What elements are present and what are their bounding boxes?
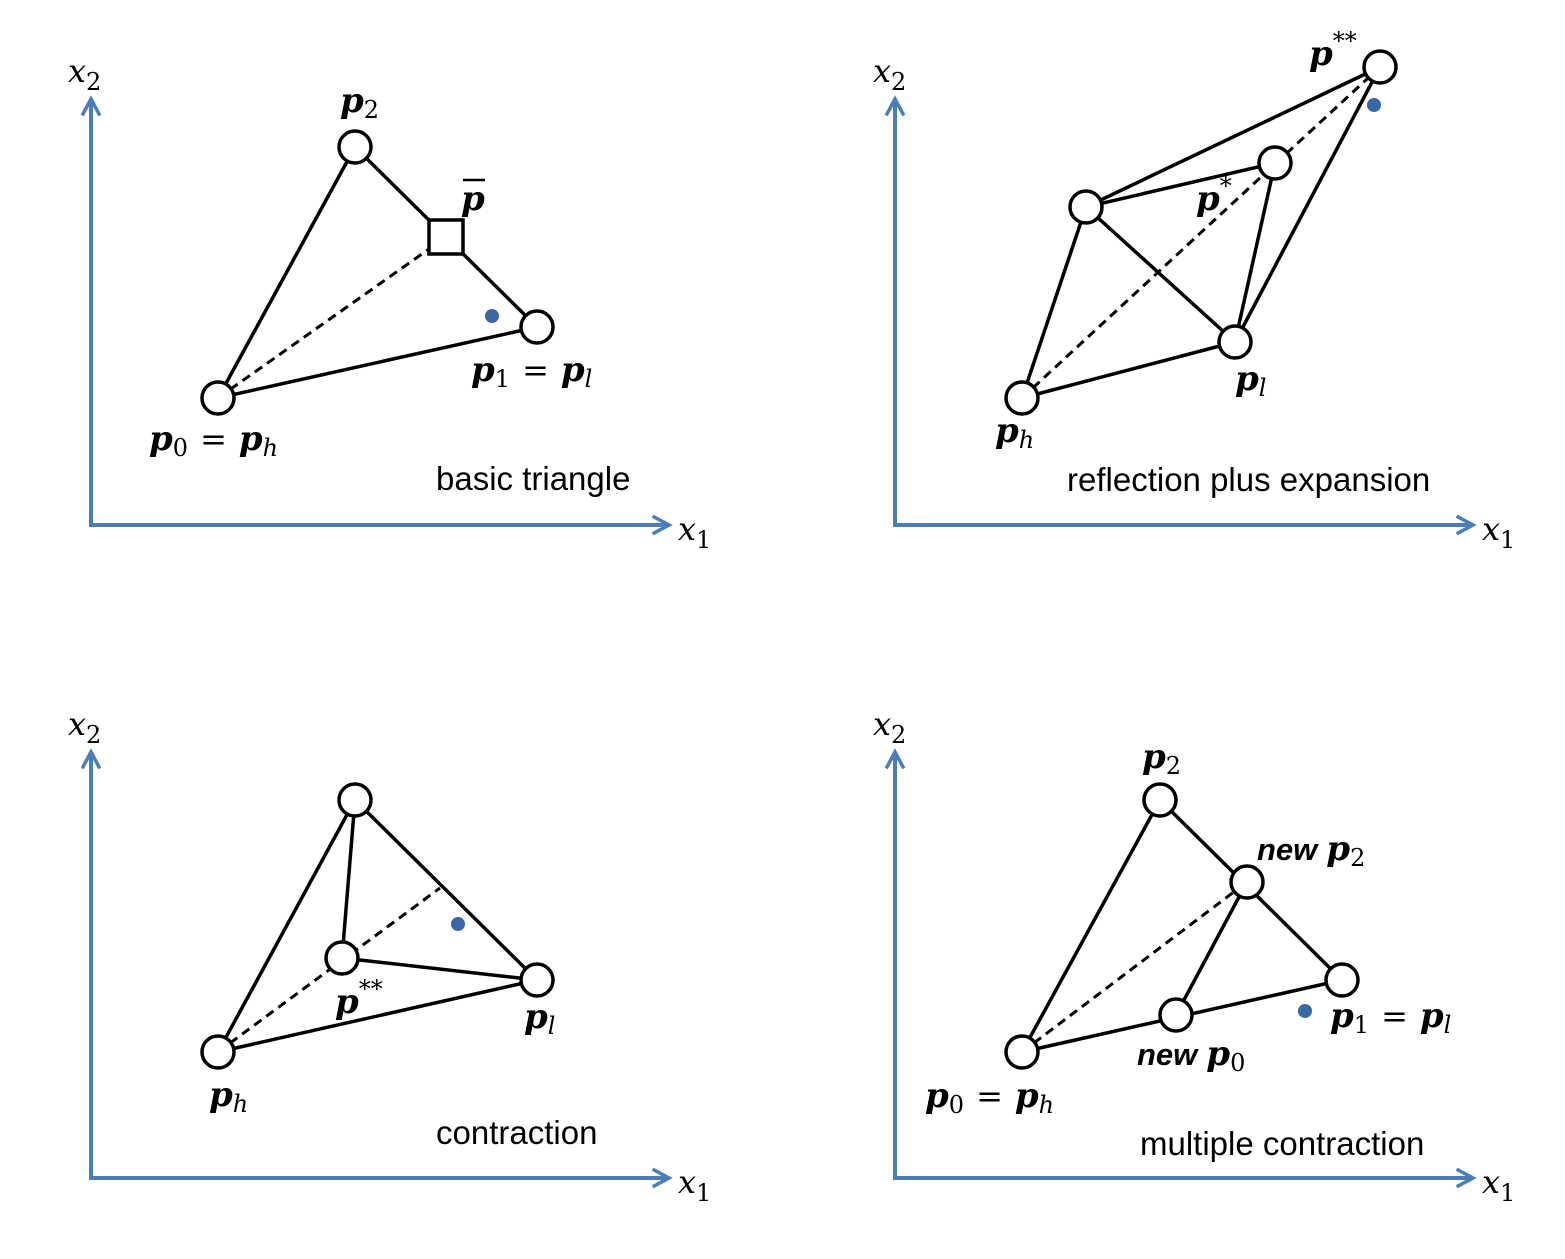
panel-caption: multiple contraction: [1140, 1125, 1424, 1162]
x-axis-label: x1: [678, 510, 711, 554]
vertex-ph: [200, 1034, 236, 1070]
vertex-pl: [1217, 324, 1253, 360]
label-pl: pl: [1235, 359, 1266, 402]
edge: [1233, 162, 1277, 343]
y-axis-label: x2: [68, 705, 101, 749]
edge: [1085, 161, 1276, 209]
centroid-square: [427, 218, 465, 256]
marker-dot: [485, 309, 499, 323]
edge: [216, 799, 357, 1053]
dashed-line: [217, 235, 447, 400]
vertex-p2: [337, 129, 373, 165]
edge: [1085, 65, 1381, 209]
label-p2: p2: [1142, 737, 1181, 780]
x-axis-label: x1: [1482, 1163, 1515, 1207]
vertex-p1: [1324, 962, 1360, 998]
vertex-new-p0: [1158, 997, 1194, 1033]
vertex-p-star: [1257, 145, 1293, 181]
vertex-p1: [519, 309, 555, 345]
dashed-line: [1020, 65, 1382, 400]
label-p1-pl: p1=pl: [471, 350, 592, 393]
edge: [217, 325, 538, 400]
marker-dot: [451, 917, 465, 931]
label-p0-ph: p0=ph: [149, 419, 278, 462]
edge: [353, 798, 539, 982]
label-pbar: p: [461, 179, 485, 219]
edge: [1020, 206, 1088, 399]
label-p0-ph: p0=ph: [925, 1076, 1054, 1119]
y-axis-label: x2: [873, 705, 906, 749]
label-pl: pl: [524, 997, 555, 1040]
edge: [340, 799, 357, 959]
panel-reflection-expansion: x2 x1 p** p* pl ph reflection plus expan…: [873, 27, 1515, 554]
label-p-star: p*: [1196, 172, 1232, 219]
edge: [1233, 66, 1382, 343]
edge: [341, 956, 538, 982]
label-p-star-star: p**: [1309, 27, 1357, 74]
vertex-pl: [519, 962, 555, 998]
vertex-top: [337, 782, 373, 818]
edge: [216, 146, 357, 399]
x-axis-label: x1: [678, 1163, 711, 1207]
vertex-ph: [1004, 380, 1040, 416]
y-axis-label: x2: [68, 52, 101, 96]
vertex-p-star-star: [1362, 49, 1398, 85]
panel-caption: contraction: [436, 1114, 597, 1151]
vertex-p2: [1142, 782, 1178, 818]
vertex-upper: [1068, 189, 1104, 225]
vertex-p-star-star: [324, 940, 360, 976]
label-p-star-star: p**: [335, 975, 383, 1022]
vertex-p0: [200, 380, 236, 416]
panel-caption: basic triangle: [436, 460, 630, 497]
label-ph: ph: [209, 1075, 248, 1118]
y-axis-label: x2: [873, 52, 906, 96]
vertex-new-p2: [1229, 864, 1265, 900]
label-p2: p2: [340, 81, 379, 124]
dashed-line: [1021, 880, 1248, 1054]
edge: [1084, 205, 1237, 344]
x-axis-label: x1: [1482, 510, 1515, 554]
label-ph: ph: [995, 411, 1034, 454]
panel-basic-triangle: x2 x1 p2 p p1=pl p0=ph basic triangle: [68, 52, 711, 554]
edge: [217, 978, 538, 1054]
label-p1-pl: p1=pl: [1330, 996, 1451, 1039]
edge: [1020, 799, 1162, 1053]
marker-dot: [1298, 1004, 1312, 1018]
edge: [1174, 881, 1249, 1016]
edge: [1021, 340, 1236, 400]
marker-dot: [1367, 98, 1381, 112]
vertex-p0: [1004, 1034, 1040, 1070]
panel-contraction: x2 x1 p** pl ph contraction: [68, 705, 711, 1207]
panel-caption: reflection plus expansion: [1067, 461, 1430, 498]
